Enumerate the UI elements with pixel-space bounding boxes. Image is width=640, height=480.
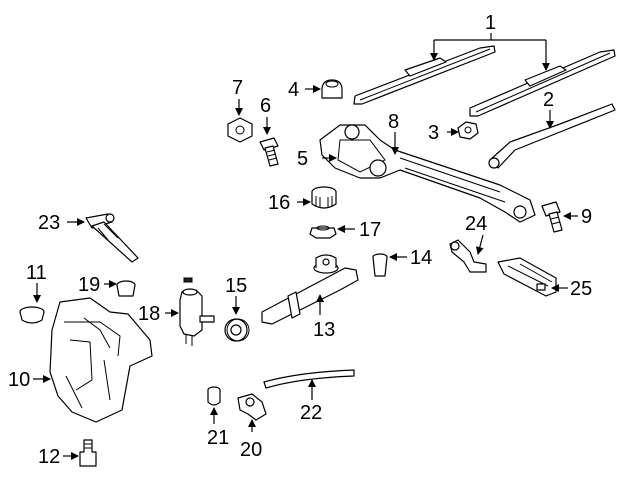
washer-pump-18: [179, 277, 215, 346]
callout-23: 23: [38, 212, 60, 234]
callout-25: 25: [570, 278, 592, 300]
callout-4: 4: [288, 79, 299, 101]
level-sensor-20: [237, 393, 267, 421]
callout-13: 13: [313, 319, 335, 341]
hose-22: [263, 369, 355, 389]
bolt-12: [79, 439, 97, 467]
callout-11: 11: [26, 262, 47, 284]
callout-1: 1: [485, 12, 496, 34]
callout-15: 15: [225, 275, 247, 297]
bolt-9: [541, 201, 563, 233]
callout-5: 5: [297, 148, 308, 170]
callout-9: 9: [581, 206, 592, 228]
callout-19: 19: [78, 274, 100, 296]
callout-17: 17: [359, 219, 381, 241]
cap-19: [116, 280, 136, 297]
bolt-6: [259, 137, 279, 167]
washer-tube-13: [261, 254, 359, 325]
callout-24: 24: [465, 213, 487, 235]
flange-nut-7: [227, 117, 253, 143]
plug-14: [372, 253, 388, 277]
wiper-arm: [488, 103, 616, 169]
callout-16: 16: [268, 192, 290, 214]
callout-14: 14: [410, 247, 432, 269]
clip-17: [309, 225, 337, 239]
callout-12: 12: [38, 446, 60, 468]
wiper-blade-right: [469, 49, 616, 117]
grommet-15: [224, 318, 250, 342]
leader-1: [430, 33, 550, 71]
callout-3: 3: [428, 122, 439, 144]
grommet-21: [207, 386, 221, 406]
callout-2: 2: [543, 89, 554, 111]
callout-18: 18: [138, 303, 160, 325]
cap-4: [321, 79, 343, 99]
callout-10: 10: [8, 369, 30, 391]
callout-6: 6: [260, 95, 271, 117]
hose-connector-24: [449, 239, 487, 273]
hose-23: [85, 213, 139, 263]
callout-20: 20: [240, 439, 262, 461]
filler-cap-11: [19, 306, 45, 324]
wiper-linkage: [319, 124, 536, 223]
callout-21: 21: [207, 427, 229, 449]
motor-cap-16: [311, 186, 337, 209]
washer-reservoir-10: [49, 297, 153, 423]
nut-3: [457, 121, 479, 140]
bracket-25: [497, 257, 557, 297]
wiper-blade-left: [353, 45, 496, 105]
callout-22: 22: [300, 402, 322, 424]
callout-7: 7: [232, 77, 243, 99]
callout-8: 8: [388, 111, 399, 133]
